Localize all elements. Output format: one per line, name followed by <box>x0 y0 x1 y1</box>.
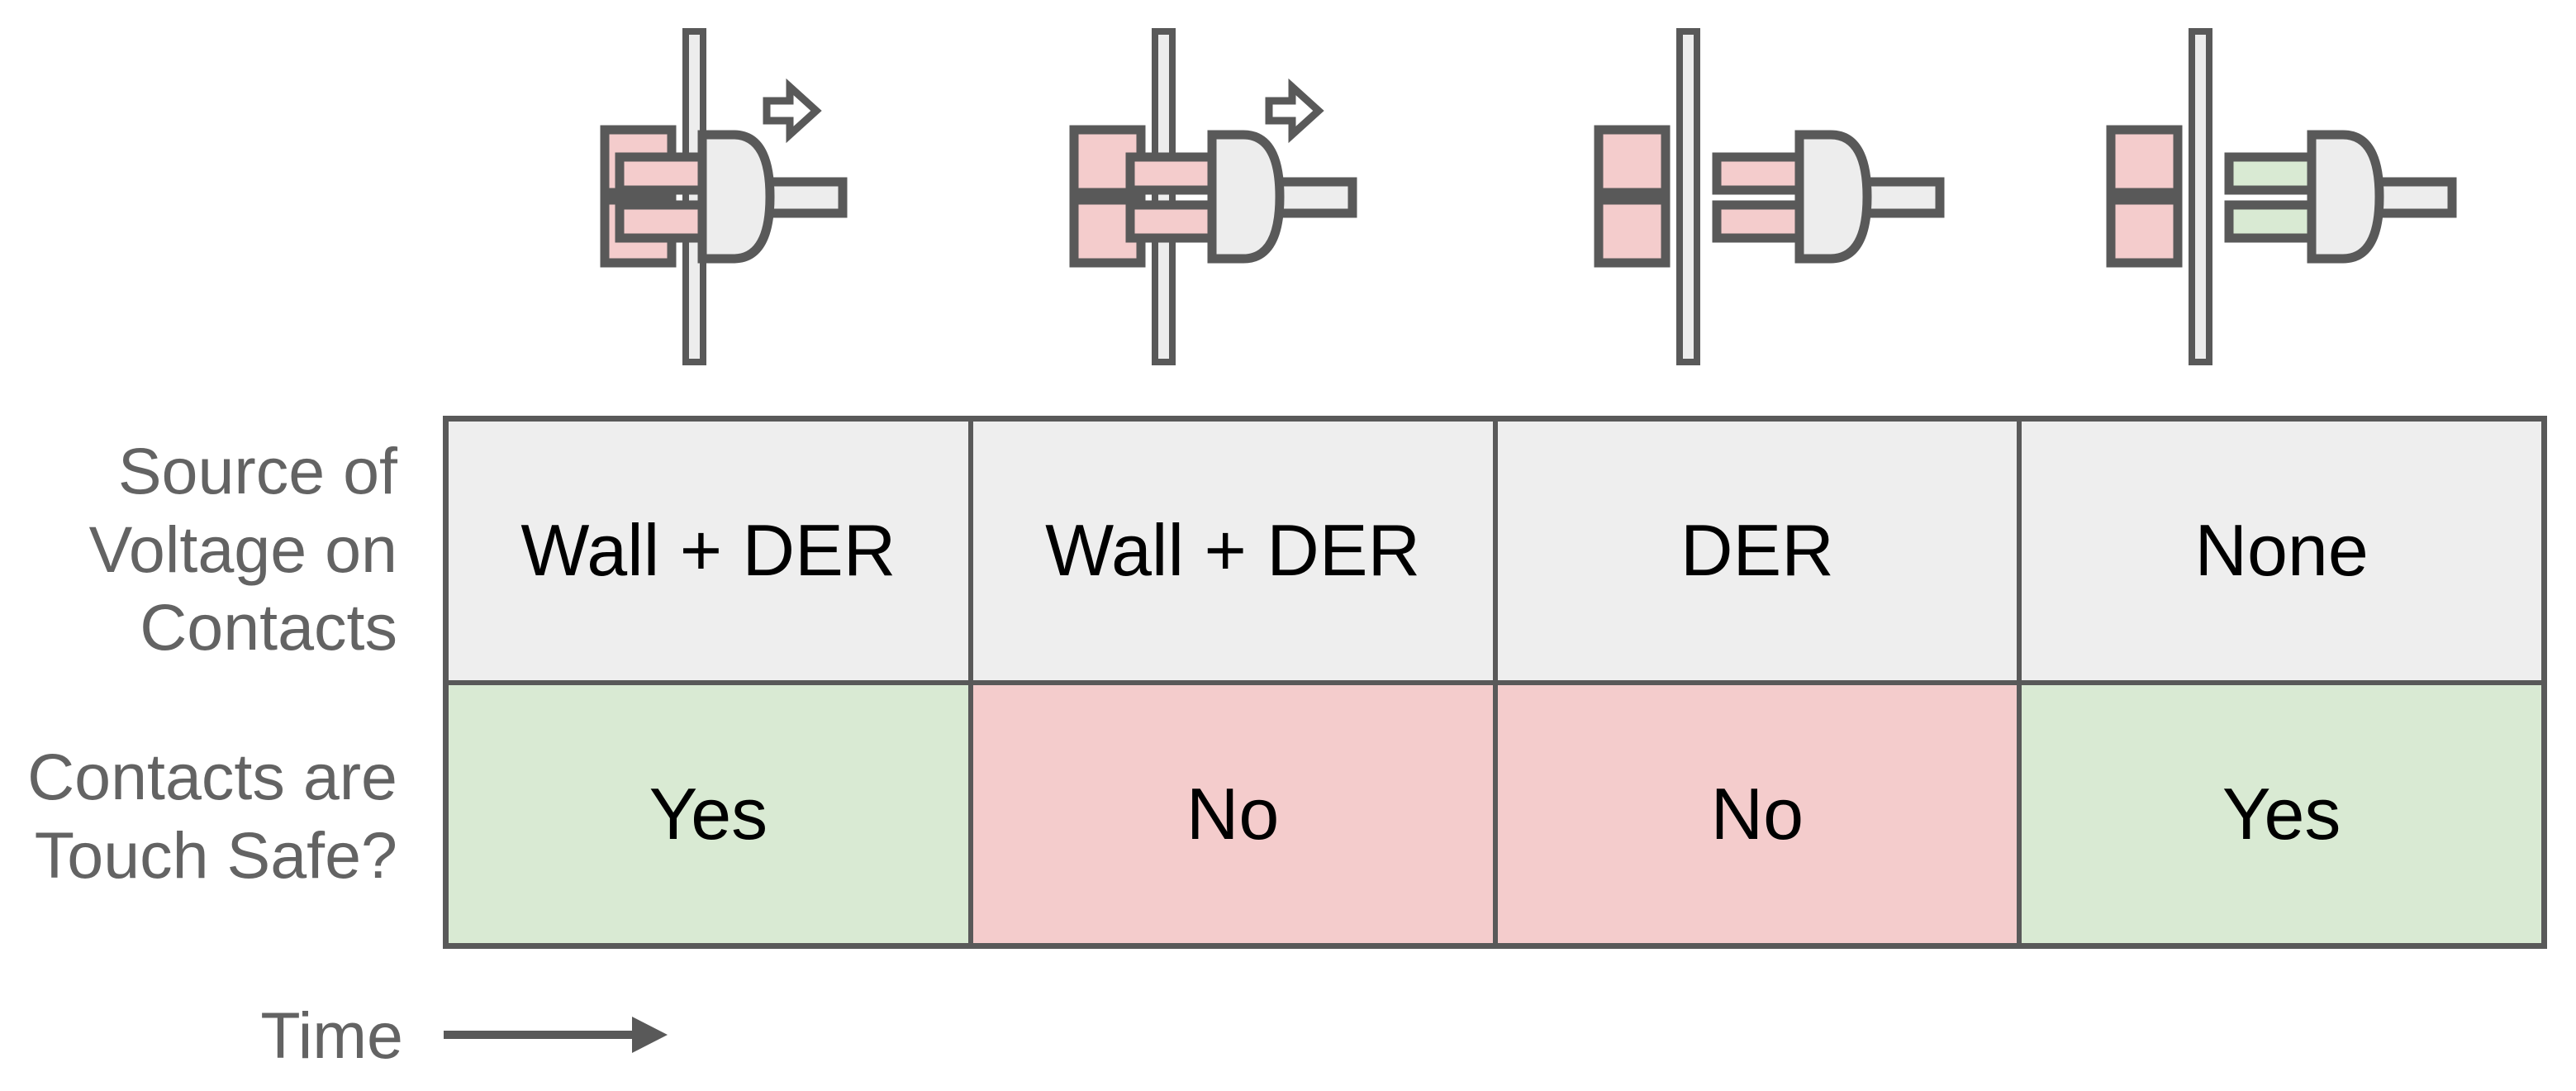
cell-touch-safe-stage-1: Yes <box>449 684 968 943</box>
touch-safe-row-label-line: Touch Safe? <box>34 817 397 892</box>
plug-cable-stub <box>762 177 848 218</box>
time-axis-label: Time <box>260 998 403 1072</box>
socket-contact-upper <box>1594 125 1671 198</box>
plug-cable-stub <box>2371 177 2457 218</box>
plug-body <box>697 130 775 264</box>
motion-right-arrow-icon <box>1265 78 1324 144</box>
plug-stage-2-illustration <box>1069 28 1357 365</box>
wall-panel <box>2189 28 2212 365</box>
plug-body <box>1794 130 1872 264</box>
touch-safe-row-label: Contacts are Touch Safe? <box>0 684 397 949</box>
time-right-arrow-icon <box>444 1017 668 1053</box>
socket-contact-upper <box>2106 125 2183 198</box>
state-table: Wall + DER Wall + DER DER None Yes No No… <box>443 416 2547 949</box>
wall-panel <box>1676 28 1700 365</box>
cell-touch-safe-stage-3: No <box>1497 684 2018 943</box>
plug-stage-3-illustration <box>1594 28 1945 365</box>
wall-panel <box>1152 28 1176 365</box>
voltage-row-label-line: Voltage on <box>88 512 397 586</box>
cell-voltage-stage-4: None <box>2022 422 2541 680</box>
plug-prong-upper <box>615 152 712 195</box>
motion-right-arrow-icon <box>763 78 822 144</box>
cell-voltage-stage-2: Wall + DER <box>972 422 1493 680</box>
cell-touch-safe-stage-2: No <box>972 684 1493 943</box>
plug-prong-upper <box>1125 152 1222 195</box>
socket-contact-lower <box>2106 195 2183 268</box>
cell-touch-safe-stage-4: Yes <box>2022 684 2541 943</box>
voltage-row-label-line: Source of <box>117 433 397 507</box>
cell-voltage-stage-3: DER <box>1497 422 2018 680</box>
plug-prong-upper <box>2224 152 2322 195</box>
plug-stage-1-illustration <box>600 28 848 365</box>
plug-prong-lower <box>2224 200 2322 243</box>
plug-prong-lower <box>1712 200 1809 243</box>
plug-stage-4-illustration <box>2106 28 2457 365</box>
socket-contact-lower <box>1594 195 1671 268</box>
voltage-row-label-line: Contacts <box>140 590 397 665</box>
plug-prong-upper <box>1712 152 1809 195</box>
plug-prong-lower <box>615 200 712 243</box>
plug-cable-stub <box>1859 177 1945 218</box>
voltage-row-label: Source of Voltage on Contacts <box>0 416 397 684</box>
plug-prong-lower <box>1125 200 1222 243</box>
cell-voltage-stage-1: Wall + DER <box>449 422 968 680</box>
touch-safe-row-label-line: Contacts are <box>27 739 397 813</box>
plug-body <box>1207 130 1285 264</box>
plug-cable-stub <box>1271 177 1357 218</box>
plug-body <box>2307 130 2384 264</box>
